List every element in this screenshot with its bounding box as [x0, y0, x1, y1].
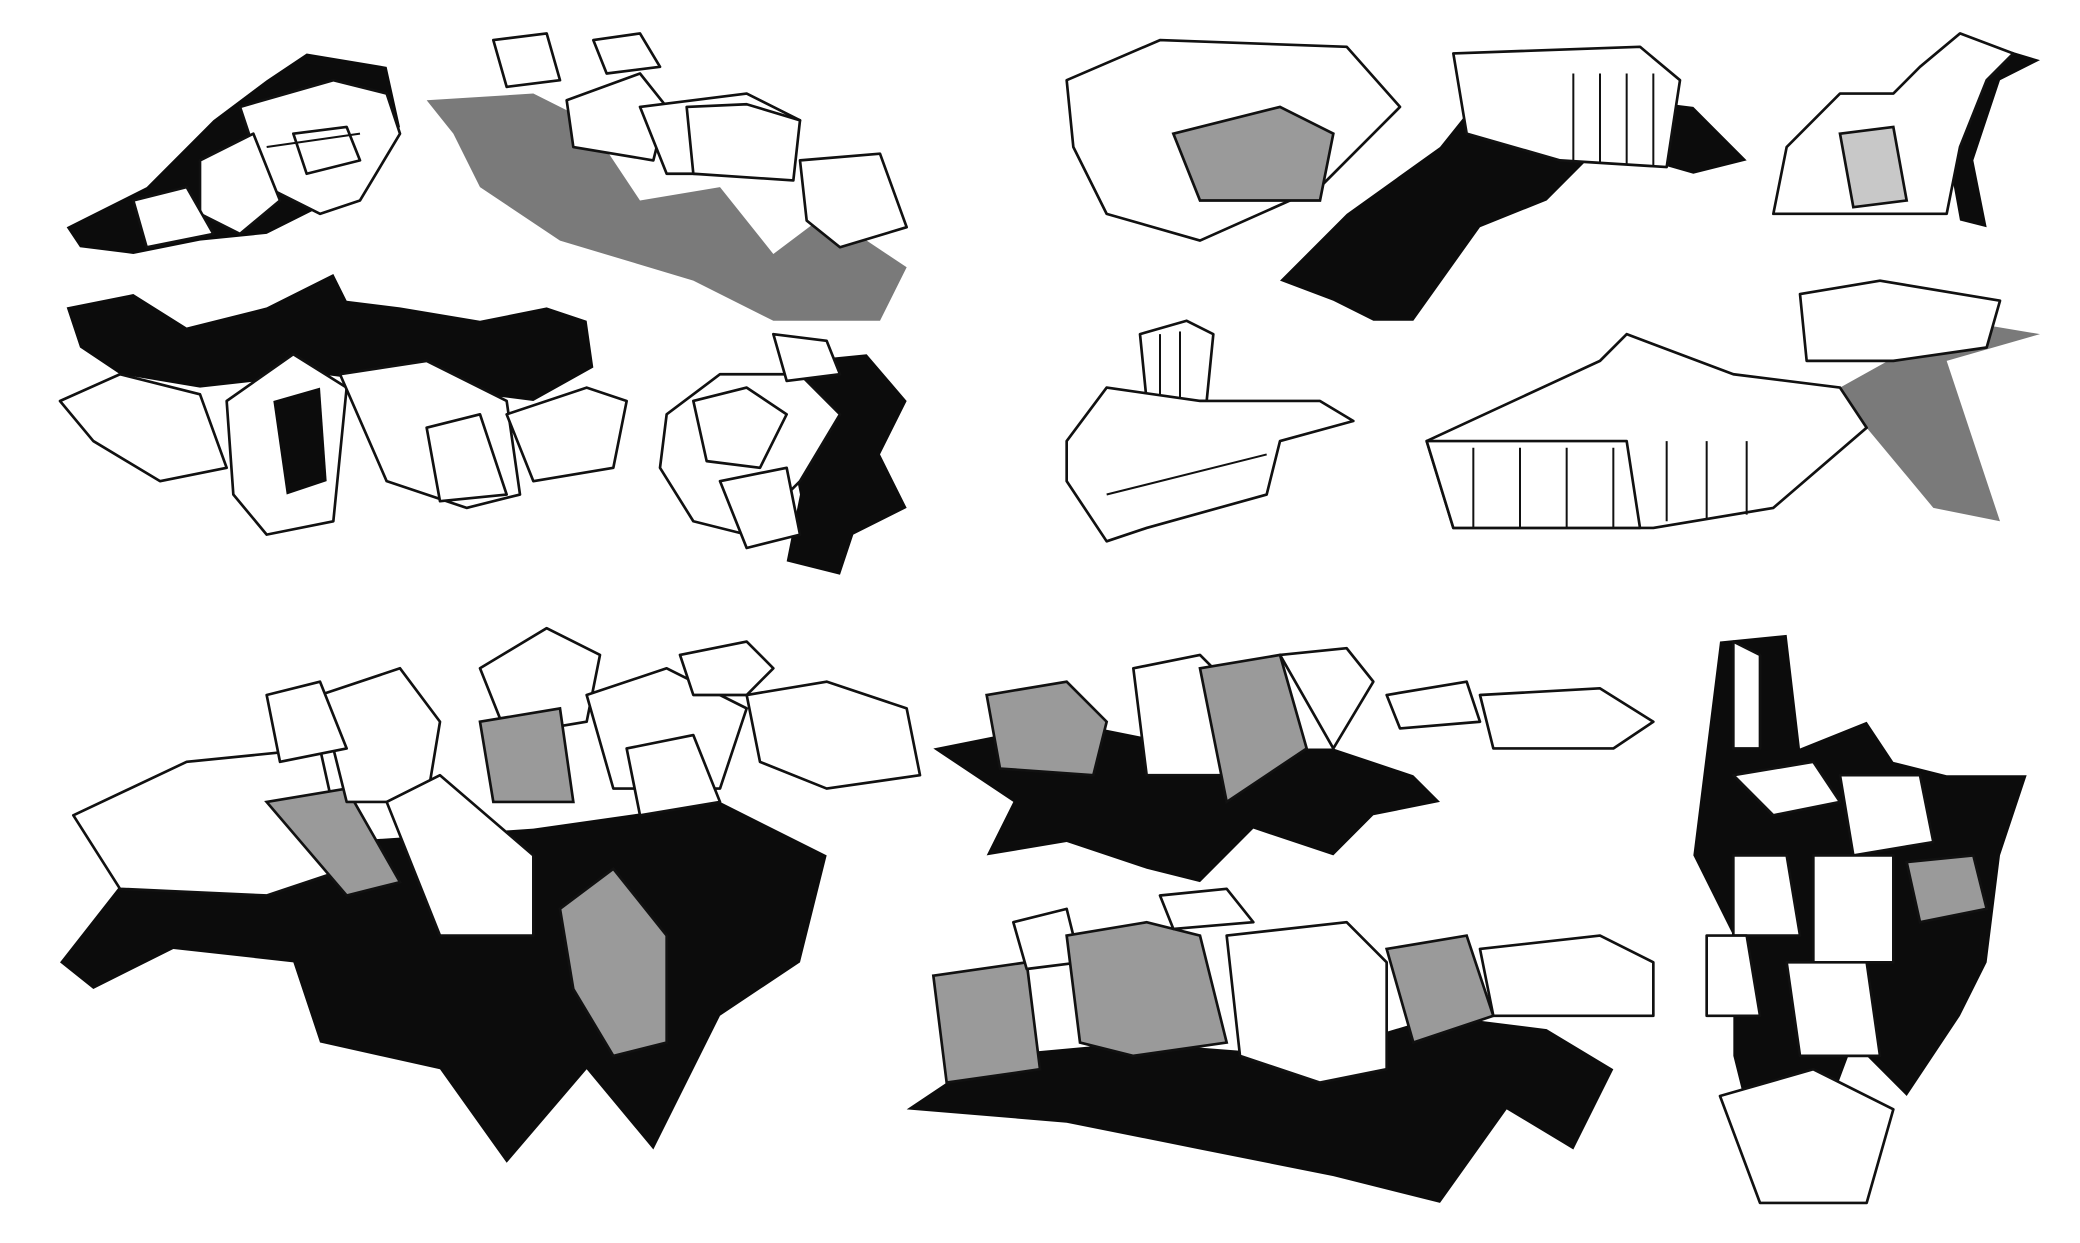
- sketch-top-right-long: [1065, 38, 1747, 321]
- sketch-top-center-left: [426, 32, 908, 321]
- sketch-middle-small-cluster: [658, 332, 907, 575]
- sketch-middle-right-long: [1425, 279, 2040, 530]
- sketch-top-left-small: [66, 53, 402, 254]
- sketch-middle-left: [58, 273, 628, 536]
- sketch-bottom-center-lower: [906, 887, 1655, 1203]
- sketch-bottom-right-vertical: [1693, 634, 2027, 1205]
- sketch-bottom-center-upper: [933, 646, 1655, 883]
- sketch-middle-right-small: [1065, 319, 1355, 543]
- sketch-top-right-tower: [1772, 32, 2040, 228]
- sketch-bottom-left-large: [60, 626, 922, 1163]
